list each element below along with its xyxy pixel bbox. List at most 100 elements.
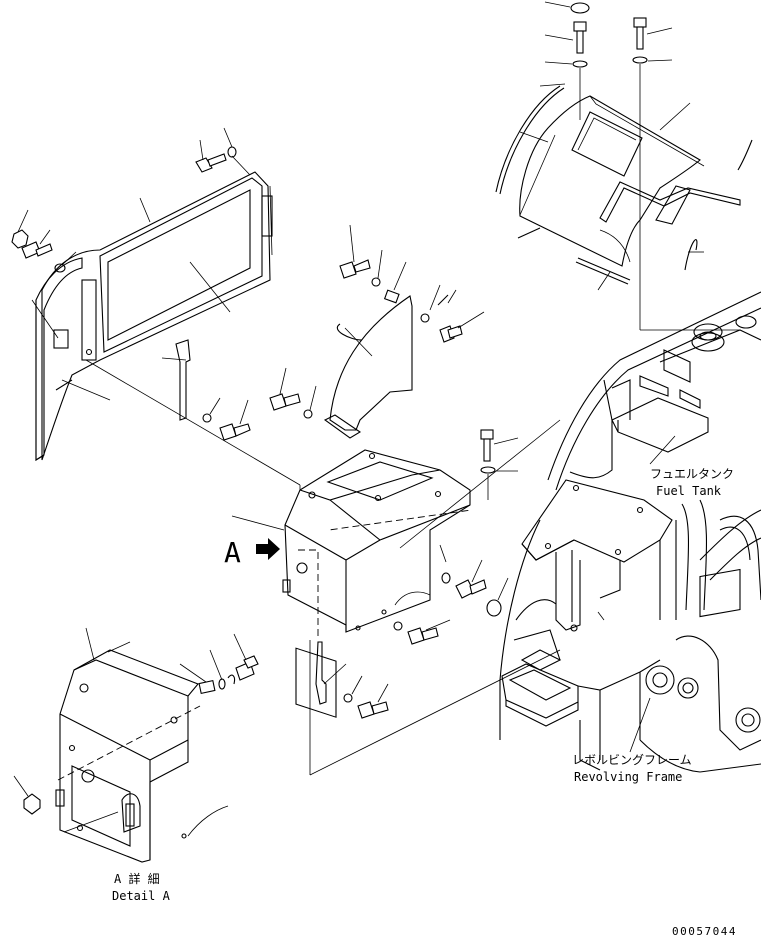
clip-part: [198, 680, 216, 694]
nut-part: [23, 793, 41, 815]
revolving-frame-group: フュエルタンク Fuel Tank: [499, 291, 761, 784]
detail-box-part: [59, 659, 189, 863]
hood-cover-group: [495, 1, 753, 331]
washer-part: [303, 409, 313, 419]
bolt-part: [219, 423, 251, 441]
leader-line: [13, 775, 29, 797]
assembly-line: [399, 419, 561, 549]
leader-line: [457, 311, 485, 329]
strip-part: [517, 227, 541, 239]
washer-part: [218, 678, 226, 690]
bolt-part: [480, 429, 494, 462]
cover-opening: [571, 111, 643, 177]
bolt-part: [455, 579, 487, 599]
leader-line: [233, 633, 247, 661]
leader-line: [425, 619, 451, 631]
door-panel-part: [41, 171, 271, 461]
leader-line: [377, 249, 383, 279]
leader-line: [349, 224, 355, 263]
fuel-tank-en-label: Fuel Tank: [656, 484, 722, 498]
leader-line: [199, 139, 204, 161]
cap-part: [486, 599, 502, 617]
cover-plate-group: [269, 224, 485, 439]
seal-strip-part: [495, 85, 561, 193]
leader-line: [344, 327, 373, 357]
leader-line: [209, 397, 221, 415]
detail-a-jp-label: A 詳 細: [114, 871, 160, 886]
leader-line: [223, 127, 233, 148]
revolving-frame-en-label: Revolving Frame: [574, 770, 682, 784]
leader-line: [471, 559, 483, 583]
leader-line: [497, 577, 509, 601]
washer-part: [202, 413, 212, 423]
side-door-group: [11, 127, 301, 486]
leader-line: [493, 437, 519, 445]
detail-a-group: A 詳 細 Detail A: [13, 627, 259, 903]
leader-line: [629, 697, 651, 753]
lower-bracket-part: [315, 641, 327, 705]
boss-part: [645, 665, 675, 695]
leader-line: [31, 299, 59, 339]
leader-line: [239, 399, 249, 425]
washer-part: [480, 466, 496, 474]
leader-line: [323, 663, 347, 685]
leader-line: [39, 229, 51, 245]
leader-line: [544, 61, 573, 65]
assembly-line: [309, 649, 561, 776]
detail-a-en-label: Detail A: [112, 889, 171, 903]
leader-line: [63, 811, 119, 833]
bracket-part: [599, 181, 741, 223]
washer-part: [371, 277, 381, 287]
leader-line: [544, 34, 574, 41]
spring-washer-part: [437, 294, 449, 306]
revolving-frame-jp-label: レボルビングフレーム: [572, 753, 692, 767]
frame-edge: [547, 291, 761, 481]
assembly-line: [61, 379, 111, 401]
washer-part: [441, 572, 451, 584]
strip-part: [577, 257, 631, 281]
drawing-number-label: 00057044: [672, 925, 737, 937]
bolt-part: [269, 393, 301, 411]
step-plate-part: [521, 479, 673, 563]
washer-part: [393, 621, 403, 631]
bolt-part: [407, 627, 439, 645]
spring-washer-part: [227, 674, 236, 685]
fuel-tank-jp-label: フュエルタンク: [650, 467, 734, 481]
leader-line: [309, 385, 317, 411]
leader-line: [231, 515, 285, 531]
leader-line: [439, 544, 447, 563]
detail-door: [71, 765, 131, 847]
leader-line: [597, 271, 611, 291]
leader-line: [279, 367, 287, 395]
leader-line: [209, 649, 223, 681]
bolt-part: [195, 153, 227, 173]
box-door: [295, 647, 337, 718]
cover-plate-part: [329, 295, 413, 431]
washer-part: [343, 693, 353, 703]
washer-part: [572, 60, 588, 68]
washer-part: [632, 56, 648, 64]
leader-line: [429, 284, 441, 311]
battery-box-part: [284, 449, 471, 633]
leader-line: [519, 131, 549, 143]
bolt-part: [573, 21, 587, 54]
battery-box-group: A: [224, 419, 561, 776]
nut-part: [11, 229, 29, 249]
leader-line: [139, 197, 151, 223]
leader-line: [161, 357, 187, 361]
leader-line: [649, 435, 676, 465]
leader-line: [646, 27, 673, 35]
leader-line: [85, 627, 95, 661]
leader-line: [17, 209, 29, 233]
latch-part: [121, 793, 141, 833]
bolt-part: [357, 701, 389, 719]
leader-line: [189, 261, 231, 313]
leader-line: [393, 261, 407, 291]
washer-part: [227, 146, 237, 158]
leader-line: [447, 289, 457, 304]
stay-bracket-part: [175, 339, 191, 421]
bolt-part: [339, 259, 371, 279]
leader-line: [107, 641, 131, 653]
leader-line: [659, 102, 691, 131]
